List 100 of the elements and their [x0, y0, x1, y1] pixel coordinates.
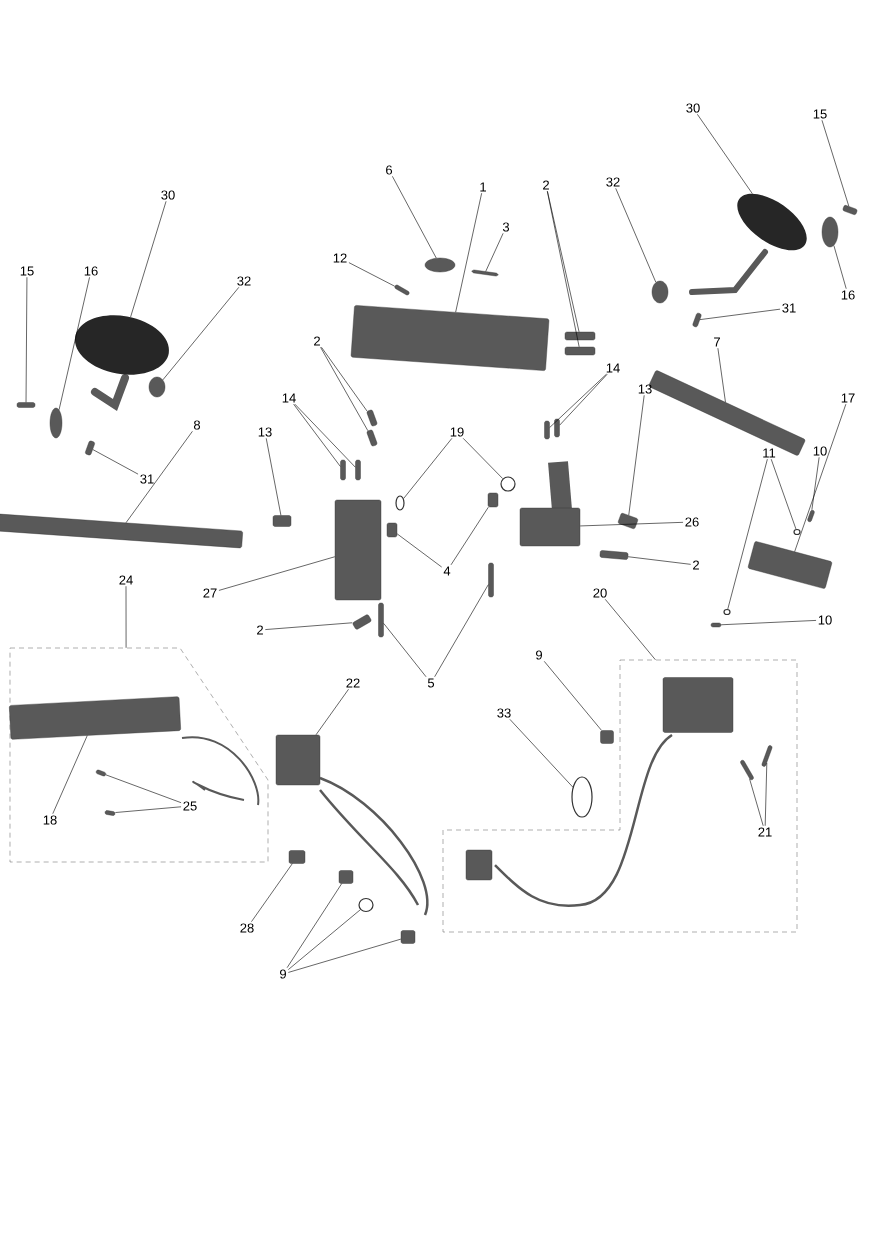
- plug-drawing: [618, 513, 638, 529]
- leader-line: [265, 622, 353, 630]
- bolt-drawing: [16, 402, 36, 408]
- leader-line: [794, 403, 847, 552]
- callout-number: 12: [333, 253, 347, 263]
- leader-line: [130, 201, 167, 318]
- leader-line: [770, 458, 797, 530]
- leader-line: [821, 119, 850, 207]
- leader-line: [604, 599, 656, 661]
- screw-drawing: [761, 745, 773, 767]
- clamp-ring-drawing: [651, 280, 669, 304]
- callout-number: 2: [257, 625, 263, 635]
- riser-drawing: [334, 499, 382, 601]
- leader-line: [749, 778, 764, 827]
- leader-line: [288, 938, 402, 973]
- pin-drawing: [471, 269, 499, 277]
- leader-line: [717, 347, 726, 403]
- bolt-drawing: [352, 614, 372, 630]
- callout-number: 16: [84, 266, 98, 276]
- screw-drawing: [740, 760, 754, 780]
- callout-number: 14: [282, 393, 296, 403]
- leader-line: [579, 522, 684, 527]
- callout-number: 2: [543, 180, 549, 190]
- dashed-outline: [442, 659, 798, 933]
- leader-line: [321, 346, 368, 412]
- bolt-drawing: [366, 409, 378, 427]
- leader-line: [162, 287, 240, 381]
- bush-drawing: [288, 850, 306, 864]
- leader-line: [293, 403, 341, 467]
- pin-drawing: [394, 284, 410, 296]
- leader-line: [52, 735, 88, 814]
- callout-number: 30: [686, 103, 700, 113]
- bolt-drawing: [355, 459, 361, 481]
- leader-line: [462, 438, 503, 479]
- leader-line: [396, 533, 442, 568]
- bolt-drawing: [366, 429, 378, 447]
- sleeve-drawing: [487, 492, 499, 508]
- callout-number: 2: [314, 336, 320, 346]
- sleeve-drawing: [386, 522, 398, 538]
- screw-drawing: [96, 769, 106, 777]
- leader-line: [265, 438, 282, 516]
- callout-number: 8: [193, 420, 201, 430]
- leader-line: [727, 458, 768, 610]
- bolt-drawing: [692, 312, 702, 328]
- leader-line: [455, 192, 482, 313]
- riser-drawing: [519, 461, 581, 547]
- leader-line: [58, 277, 90, 411]
- bolt-drawing: [599, 550, 629, 560]
- callout-number: 20: [593, 588, 607, 598]
- callout-number: 13: [638, 384, 652, 394]
- callout-number: 27: [203, 588, 217, 598]
- leader-line: [125, 431, 193, 523]
- bolt-drawing: [554, 418, 560, 438]
- leader-line: [320, 346, 369, 432]
- switch-housing-drawing: [662, 677, 734, 733]
- mirror-drawing: [689, 193, 807, 295]
- callout-number: 30: [161, 190, 175, 200]
- leader-line: [434, 584, 489, 678]
- callout-number: 14: [606, 363, 620, 373]
- bush-drawing: [600, 730, 614, 744]
- bolt-drawing: [488, 562, 494, 598]
- callout-number: 32: [237, 276, 251, 286]
- callout-number: 33: [497, 708, 511, 718]
- leader-line: [811, 457, 820, 511]
- bolt-drawing: [544, 420, 550, 440]
- callout-number: 31: [782, 303, 796, 313]
- leader-line: [509, 719, 574, 788]
- leader-line: [403, 438, 453, 499]
- screw-drawing: [807, 510, 815, 522]
- plug-drawing: [272, 515, 292, 527]
- leader-line: [450, 506, 489, 566]
- callout-number: 24: [119, 575, 133, 585]
- leader-line: [105, 774, 182, 803]
- screw-drawing: [710, 622, 722, 628]
- leader-line: [125, 585, 127, 649]
- bush-drawing: [400, 930, 416, 944]
- o-ring-drawing: [723, 608, 731, 616]
- leader-line: [628, 395, 645, 516]
- callout-number: 3: [502, 222, 510, 232]
- callout-number: 32: [606, 177, 620, 187]
- leader-line: [288, 909, 361, 970]
- callout-number: 9: [280, 969, 286, 979]
- callout-number: 9: [536, 650, 542, 660]
- callout-number: 7: [714, 337, 720, 347]
- callout-number: 21: [758, 827, 772, 837]
- leader-line: [286, 883, 342, 968]
- leader-line: [833, 245, 847, 289]
- leader-line: [764, 762, 768, 827]
- leader-line: [627, 556, 691, 565]
- leader-line: [251, 863, 293, 922]
- leader-line: [543, 661, 602, 731]
- callout-number: 11: [763, 448, 776, 458]
- callout-number: 15: [20, 266, 34, 276]
- callout-number: 26: [685, 517, 699, 527]
- grip-drawing: [748, 541, 833, 589]
- leader-line: [559, 373, 608, 426]
- clip-drawing: [571, 776, 593, 818]
- callout-number: 10: [818, 615, 832, 625]
- handlebar-drawing: [0, 513, 243, 549]
- leader-line: [294, 403, 356, 468]
